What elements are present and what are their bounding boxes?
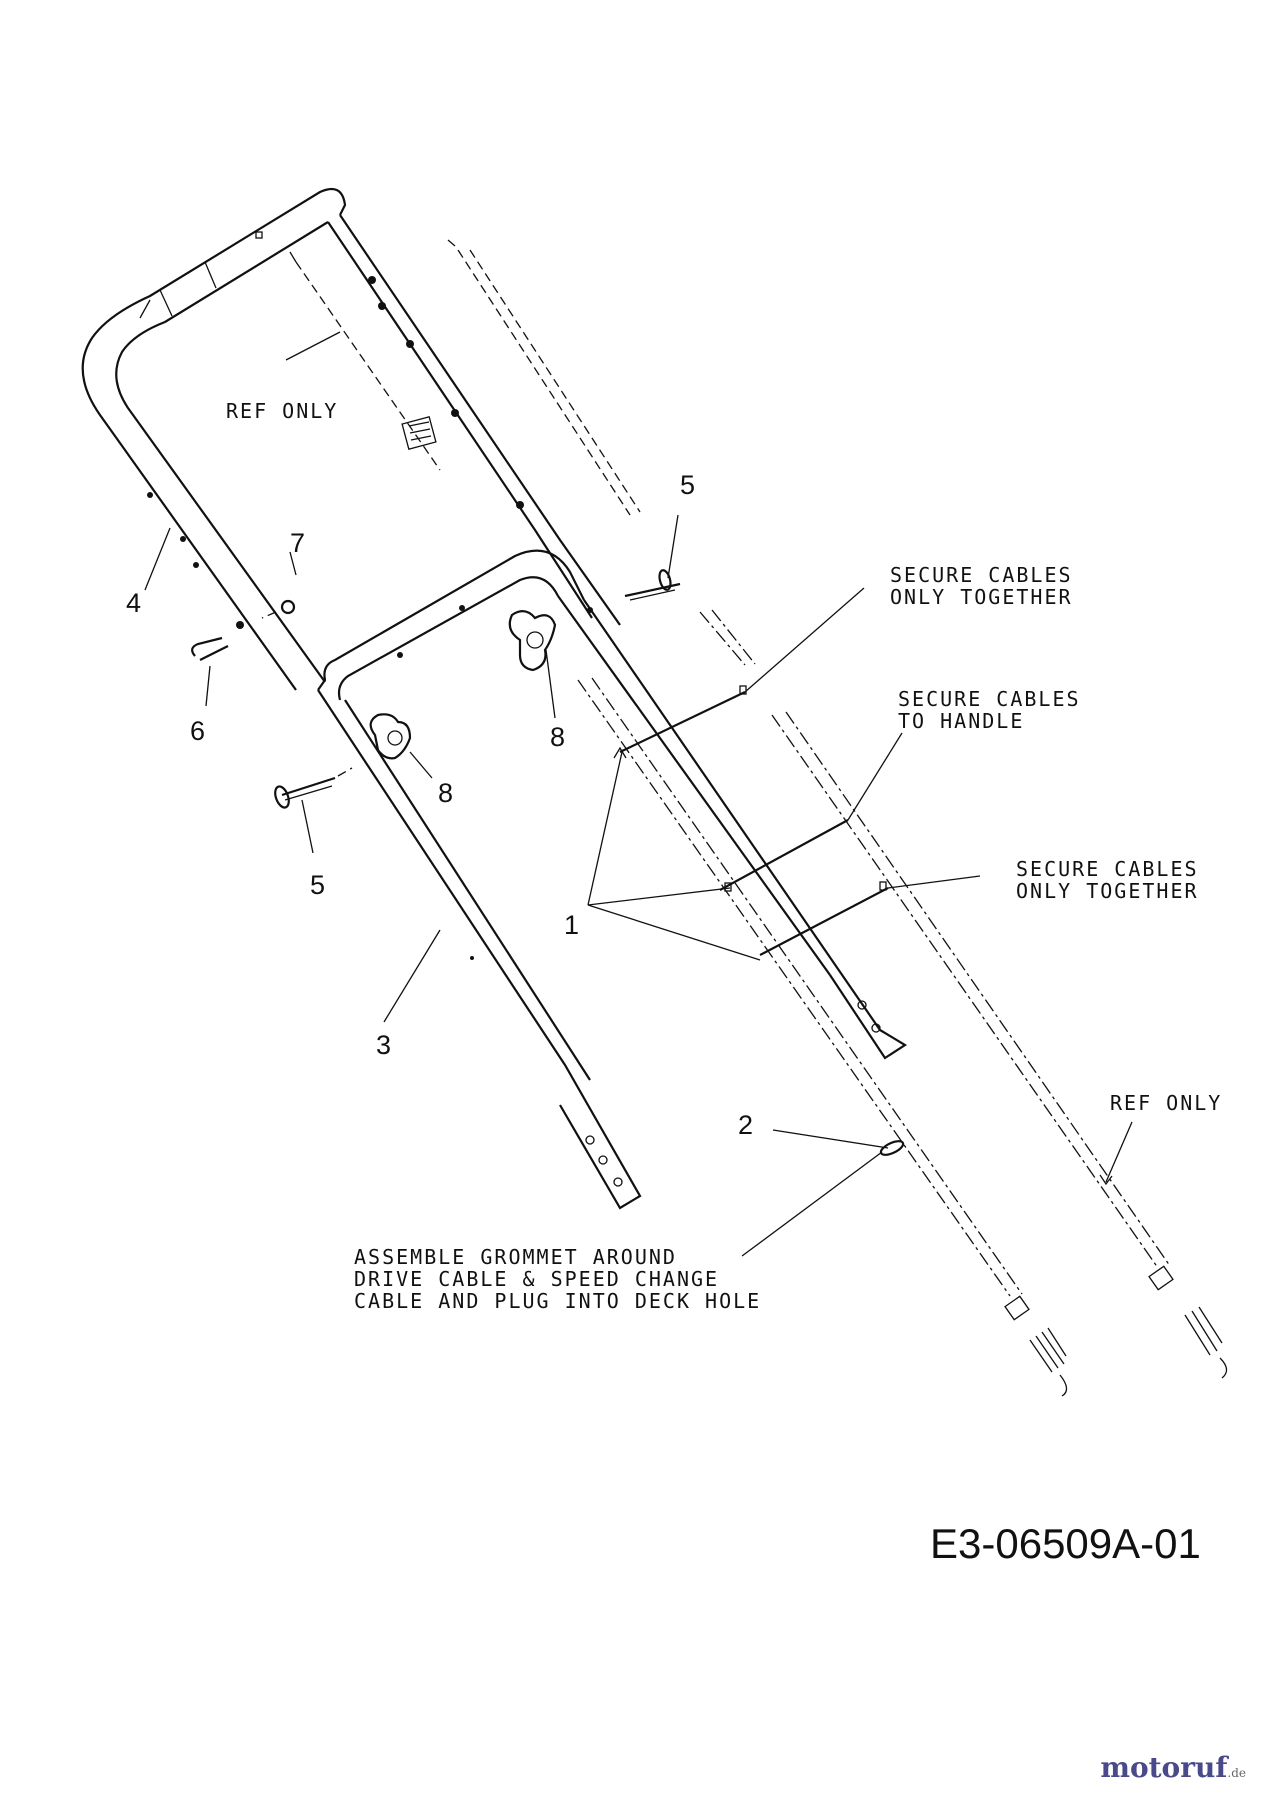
knob-left — [369, 713, 412, 760]
callout-7: 7 — [290, 528, 305, 558]
callout-5-left: 5 — [310, 870, 325, 900]
callout-2: 2 — [738, 1110, 753, 1140]
leader-lines — [144, 331, 1133, 1257]
bolt-right — [624, 569, 681, 601]
callout-1: 1 — [564, 910, 579, 940]
grommet-note-line-3: CABLE AND PLUG INTO DECK HOLE — [354, 1289, 761, 1313]
bolt-left — [274, 767, 353, 809]
drawing-code: E3-06509A-01 — [930, 1520, 1201, 1567]
callout-8-left: 8 — [438, 778, 453, 808]
secure-handle-label-b: TO HANDLE — [898, 709, 1024, 733]
callout-4: 4 — [126, 588, 141, 618]
nut — [261, 599, 296, 619]
watermark-tld: .de — [1227, 1766, 1246, 1780]
ref-only-lower-label: REF ONLY — [1110, 1091, 1222, 1115]
secure-together-label-2b: ONLY TOGETHER — [1016, 879, 1199, 903]
secure-handle-label-a: SECURE CABLES — [898, 687, 1081, 711]
lower-handle — [317, 549, 908, 1210]
grommet — [879, 1140, 905, 1156]
secure-together-label-1b: ONLY TOGETHER — [890, 585, 1073, 609]
knob-right — [508, 610, 557, 672]
grommet-note-line-2: DRIVE CABLE & SPEED CHANGE — [354, 1267, 719, 1291]
watermark-logo: motoruf.de — [1100, 1751, 1246, 1784]
cable-ties — [619, 685, 889, 956]
grommet-note-line-1: ASSEMBLE GROMMET AROUND — [354, 1245, 677, 1269]
callout-6: 6 — [190, 716, 205, 746]
secure-together-label-1a: SECURE CABLES — [890, 563, 1073, 587]
control-cable-ref — [289, 251, 441, 471]
ref-only-upper-label: REF ONLY — [226, 399, 338, 423]
cables — [447, 239, 1228, 1397]
callout-5-right: 5 — [680, 470, 695, 500]
callout-8-right: 8 — [550, 722, 565, 752]
upper-handle — [81, 187, 621, 691]
rivet-dots — [147, 276, 593, 629]
clip-pin — [191, 636, 229, 661]
callout-3: 3 — [376, 1030, 391, 1060]
watermark-brand: motoruf — [1100, 1751, 1228, 1784]
secure-together-label-2a: SECURE CABLES — [1016, 857, 1199, 881]
